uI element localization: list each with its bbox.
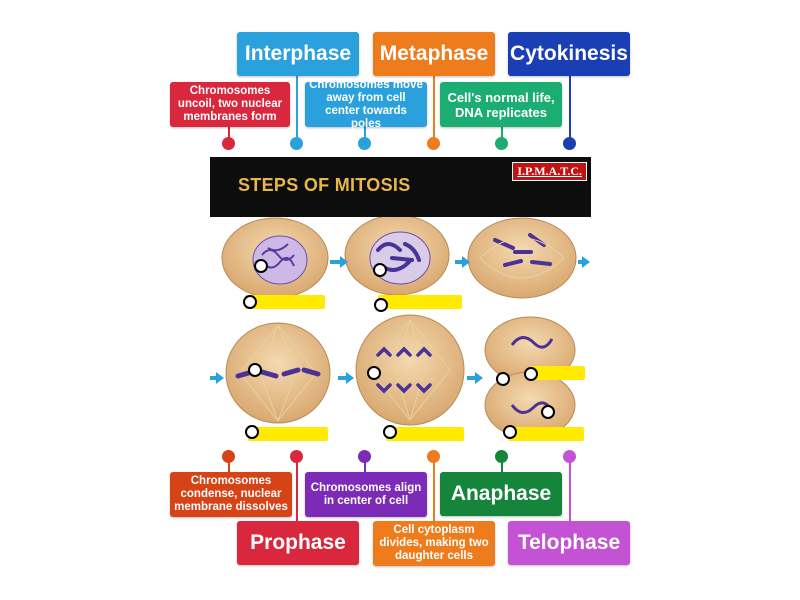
pin-dot[interactable] bbox=[358, 137, 371, 150]
pin-dot[interactable] bbox=[495, 137, 508, 150]
answer-slot[interactable] bbox=[386, 427, 464, 441]
pin-line bbox=[501, 126, 503, 142]
hotspot-marker[interactable] bbox=[367, 366, 381, 380]
flow-arrows bbox=[210, 256, 590, 384]
pin-line bbox=[228, 126, 230, 142]
pin-line bbox=[228, 455, 230, 475]
pin-dot[interactable] bbox=[290, 137, 303, 150]
answer-slot[interactable] bbox=[248, 427, 328, 441]
hotspot-marker[interactable] bbox=[373, 263, 387, 277]
hotspot-marker[interactable] bbox=[383, 425, 397, 439]
hotspot-marker[interactable] bbox=[524, 367, 538, 381]
hotspot-marker[interactable] bbox=[541, 405, 555, 419]
hotspot-marker[interactable] bbox=[254, 259, 268, 273]
label-move-away[interactable]: Chromosomes move away from cell center t… bbox=[305, 79, 427, 130]
label-cytokinesis[interactable]: Cytokinesis bbox=[508, 32, 630, 76]
label-interphase[interactable]: Interphase bbox=[237, 32, 359, 76]
hotspot-marker[interactable] bbox=[245, 425, 259, 439]
answer-slot[interactable] bbox=[508, 427, 584, 441]
pin-dot[interactable] bbox=[222, 137, 235, 150]
pin-line bbox=[433, 455, 435, 525]
label-anaphase[interactable]: Anaphase bbox=[440, 472, 562, 516]
pin-line bbox=[364, 126, 366, 142]
pin-dot[interactable] bbox=[563, 137, 576, 150]
cell-prophase bbox=[344, 214, 450, 296]
label-telophase[interactable]: Telophase bbox=[508, 521, 630, 565]
hotspot-marker[interactable] bbox=[243, 295, 257, 309]
hotspot-marker[interactable] bbox=[248, 363, 262, 377]
pin-line bbox=[296, 76, 298, 142]
pin-line bbox=[296, 455, 298, 525]
label-metaphase[interactable]: Metaphase bbox=[373, 32, 495, 76]
pin-line bbox=[433, 76, 435, 142]
label-normal-life[interactable]: Cell's normal life, DNA replicates bbox=[440, 82, 562, 127]
pin-dot[interactable] bbox=[427, 137, 440, 150]
answer-slot[interactable] bbox=[530, 366, 585, 380]
cell-interphase bbox=[221, 217, 329, 299]
label-prophase[interactable]: Prophase bbox=[237, 521, 359, 565]
label-align[interactable]: Chromosomes align in center of cell bbox=[305, 472, 427, 517]
banner: STEPS OF MITOSIS I.P.M.A.T.C. bbox=[210, 157, 591, 217]
pin-line bbox=[569, 455, 571, 525]
cell-prometaphase bbox=[467, 217, 577, 299]
banner-badge: I.P.M.A.T.C. bbox=[512, 162, 587, 181]
pin-line bbox=[569, 76, 571, 142]
banner-title: STEPS OF MITOSIS bbox=[238, 175, 411, 195]
cell-metaphase bbox=[225, 322, 331, 424]
answer-slot[interactable] bbox=[378, 295, 462, 309]
label-uncoil[interactable]: Chromosomes uncoil, two nuclear membrane… bbox=[170, 82, 290, 127]
pin-line bbox=[501, 455, 503, 475]
pin-line bbox=[364, 455, 366, 475]
hotspot-marker[interactable] bbox=[503, 425, 517, 439]
hotspot-marker[interactable] bbox=[374, 298, 388, 312]
label-condense[interactable]: Chromosomes condense, nuclear membrane d… bbox=[170, 472, 292, 517]
label-cytoplasm[interactable]: Cell cytoplasm divides, making two daugh… bbox=[373, 521, 495, 566]
answer-slot[interactable] bbox=[245, 295, 325, 309]
hotspot-marker[interactable] bbox=[496, 372, 510, 386]
